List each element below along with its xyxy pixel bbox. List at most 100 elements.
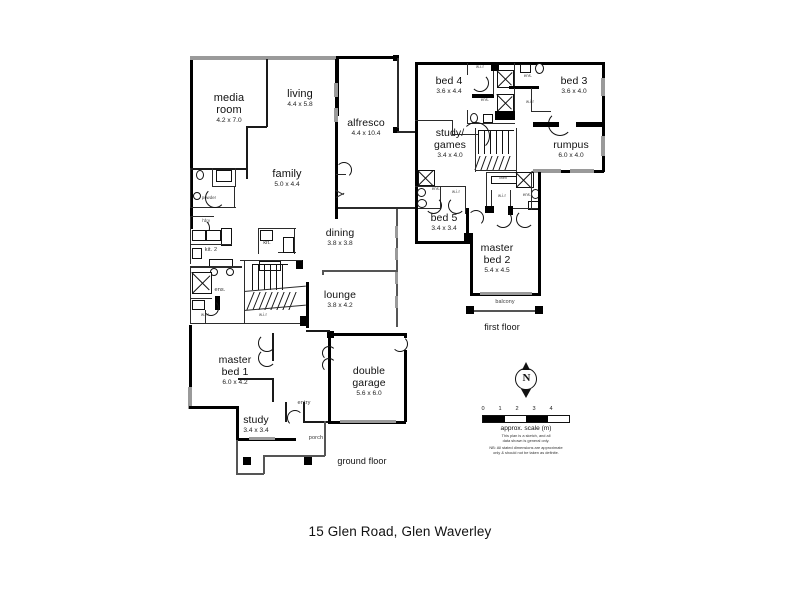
room-label-ensuite-2: ens. [480, 97, 490, 102]
wall [236, 473, 264, 475]
room-label-family: family 5.0 x 4.4 [272, 168, 302, 188]
wall [397, 131, 418, 133]
wall [415, 208, 418, 244]
wall [538, 172, 541, 296]
disclaimer-primary: This plan is a sketch, and all data show… [466, 433, 586, 443]
door-arc [205, 188, 225, 208]
pier [393, 55, 399, 61]
toilet-fixture [196, 170, 204, 180]
wall [470, 310, 540, 312]
room-label-alfresco: alfresco 4.4 x 10.4 [347, 117, 385, 138]
door-arc [462, 122, 490, 150]
wall [576, 122, 604, 127]
window-run [334, 83, 338, 97]
wall [322, 270, 398, 272]
wall [415, 62, 605, 65]
wall [513, 208, 541, 210]
toilet-fixture [535, 63, 544, 74]
wall [266, 59, 268, 127]
wall [531, 88, 533, 112]
disclaimer-line-4: only & should not be taken as definite. [493, 449, 559, 455]
wall [190, 59, 193, 229]
staircase [478, 130, 514, 154]
room-label-study: study 3.4 x 3.4 [243, 414, 269, 435]
pier [491, 62, 499, 71]
shower-fixture [418, 170, 435, 186]
wall [415, 168, 418, 230]
room-label-dining: dining 3.8 x 3.8 [325, 227, 355, 248]
linen-shelf [491, 176, 517, 184]
wall [306, 330, 330, 332]
room-label-porch: porch [308, 435, 324, 441]
page-title: 15 Glen Road, Glen Waverley [308, 524, 492, 539]
wall [531, 111, 551, 113]
door-arc [471, 74, 489, 92]
pier [300, 316, 306, 326]
wall [190, 266, 242, 268]
wall [415, 186, 441, 188]
room-label-wir-4: w.i.r [526, 99, 534, 104]
wall [272, 378, 274, 402]
wall [397, 80, 399, 128]
disclaimer-line-1: This plan is a sketch, and all [501, 433, 551, 438]
wall [303, 402, 305, 422]
scale-bar-segment [505, 416, 527, 422]
wall [491, 190, 493, 210]
basin-fixture [417, 188, 426, 197]
wall [258, 228, 260, 254]
window-run [601, 136, 605, 156]
scale-and-compass: N 0 1 2 3 4 approx. scale (m) This plan … [466, 362, 586, 455]
wall [324, 421, 326, 456]
wall [306, 282, 309, 328]
room-label-balcony: balcony [495, 299, 515, 305]
basin-fixture [483, 114, 493, 123]
pier [393, 127, 399, 133]
window-run [190, 56, 338, 60]
door-arc [203, 300, 219, 316]
wall [294, 228, 296, 254]
disclaimer-line-2: data shown is general only. [502, 438, 550, 444]
door-arc [322, 358, 336, 372]
wall [415, 62, 418, 170]
wall [328, 333, 406, 336]
wall [440, 186, 442, 208]
pier [485, 206, 494, 213]
door-arc [287, 410, 303, 426]
window-run [395, 248, 398, 260]
burner-fixture [226, 268, 234, 276]
window-run [395, 296, 398, 308]
wall [190, 228, 192, 264]
balcony-column [535, 306, 543, 314]
door-arc [392, 336, 408, 352]
door-arc [516, 210, 534, 228]
wall [475, 128, 477, 172]
wall [486, 172, 530, 174]
cooktop-fixture [206, 230, 221, 241]
wall [486, 172, 488, 210]
wall [335, 59, 338, 219]
wall [190, 266, 192, 324]
wall [415, 120, 453, 122]
first-floor-label: first floor [484, 322, 520, 332]
scale-tick: 4 [549, 406, 553, 412]
window-run [601, 78, 605, 96]
wall [236, 406, 239, 440]
wall [190, 216, 214, 218]
wall [190, 323, 245, 325]
wall [467, 110, 469, 124]
disclaimer-secondary: NB: All stated dimensions are approximat… [466, 445, 586, 455]
pier [508, 206, 513, 215]
staircase-winder [474, 156, 517, 170]
window-run [480, 292, 532, 295]
scale-bar [482, 415, 570, 423]
wall [190, 244, 232, 246]
wall [516, 128, 518, 172]
compass-north-letter: N [522, 372, 531, 384]
scale-bar-segment [548, 416, 570, 422]
wall [244, 323, 306, 325]
wall [336, 56, 398, 59]
scale-tick: 1 [498, 406, 502, 412]
wall [263, 455, 325, 457]
wall [263, 455, 265, 474]
